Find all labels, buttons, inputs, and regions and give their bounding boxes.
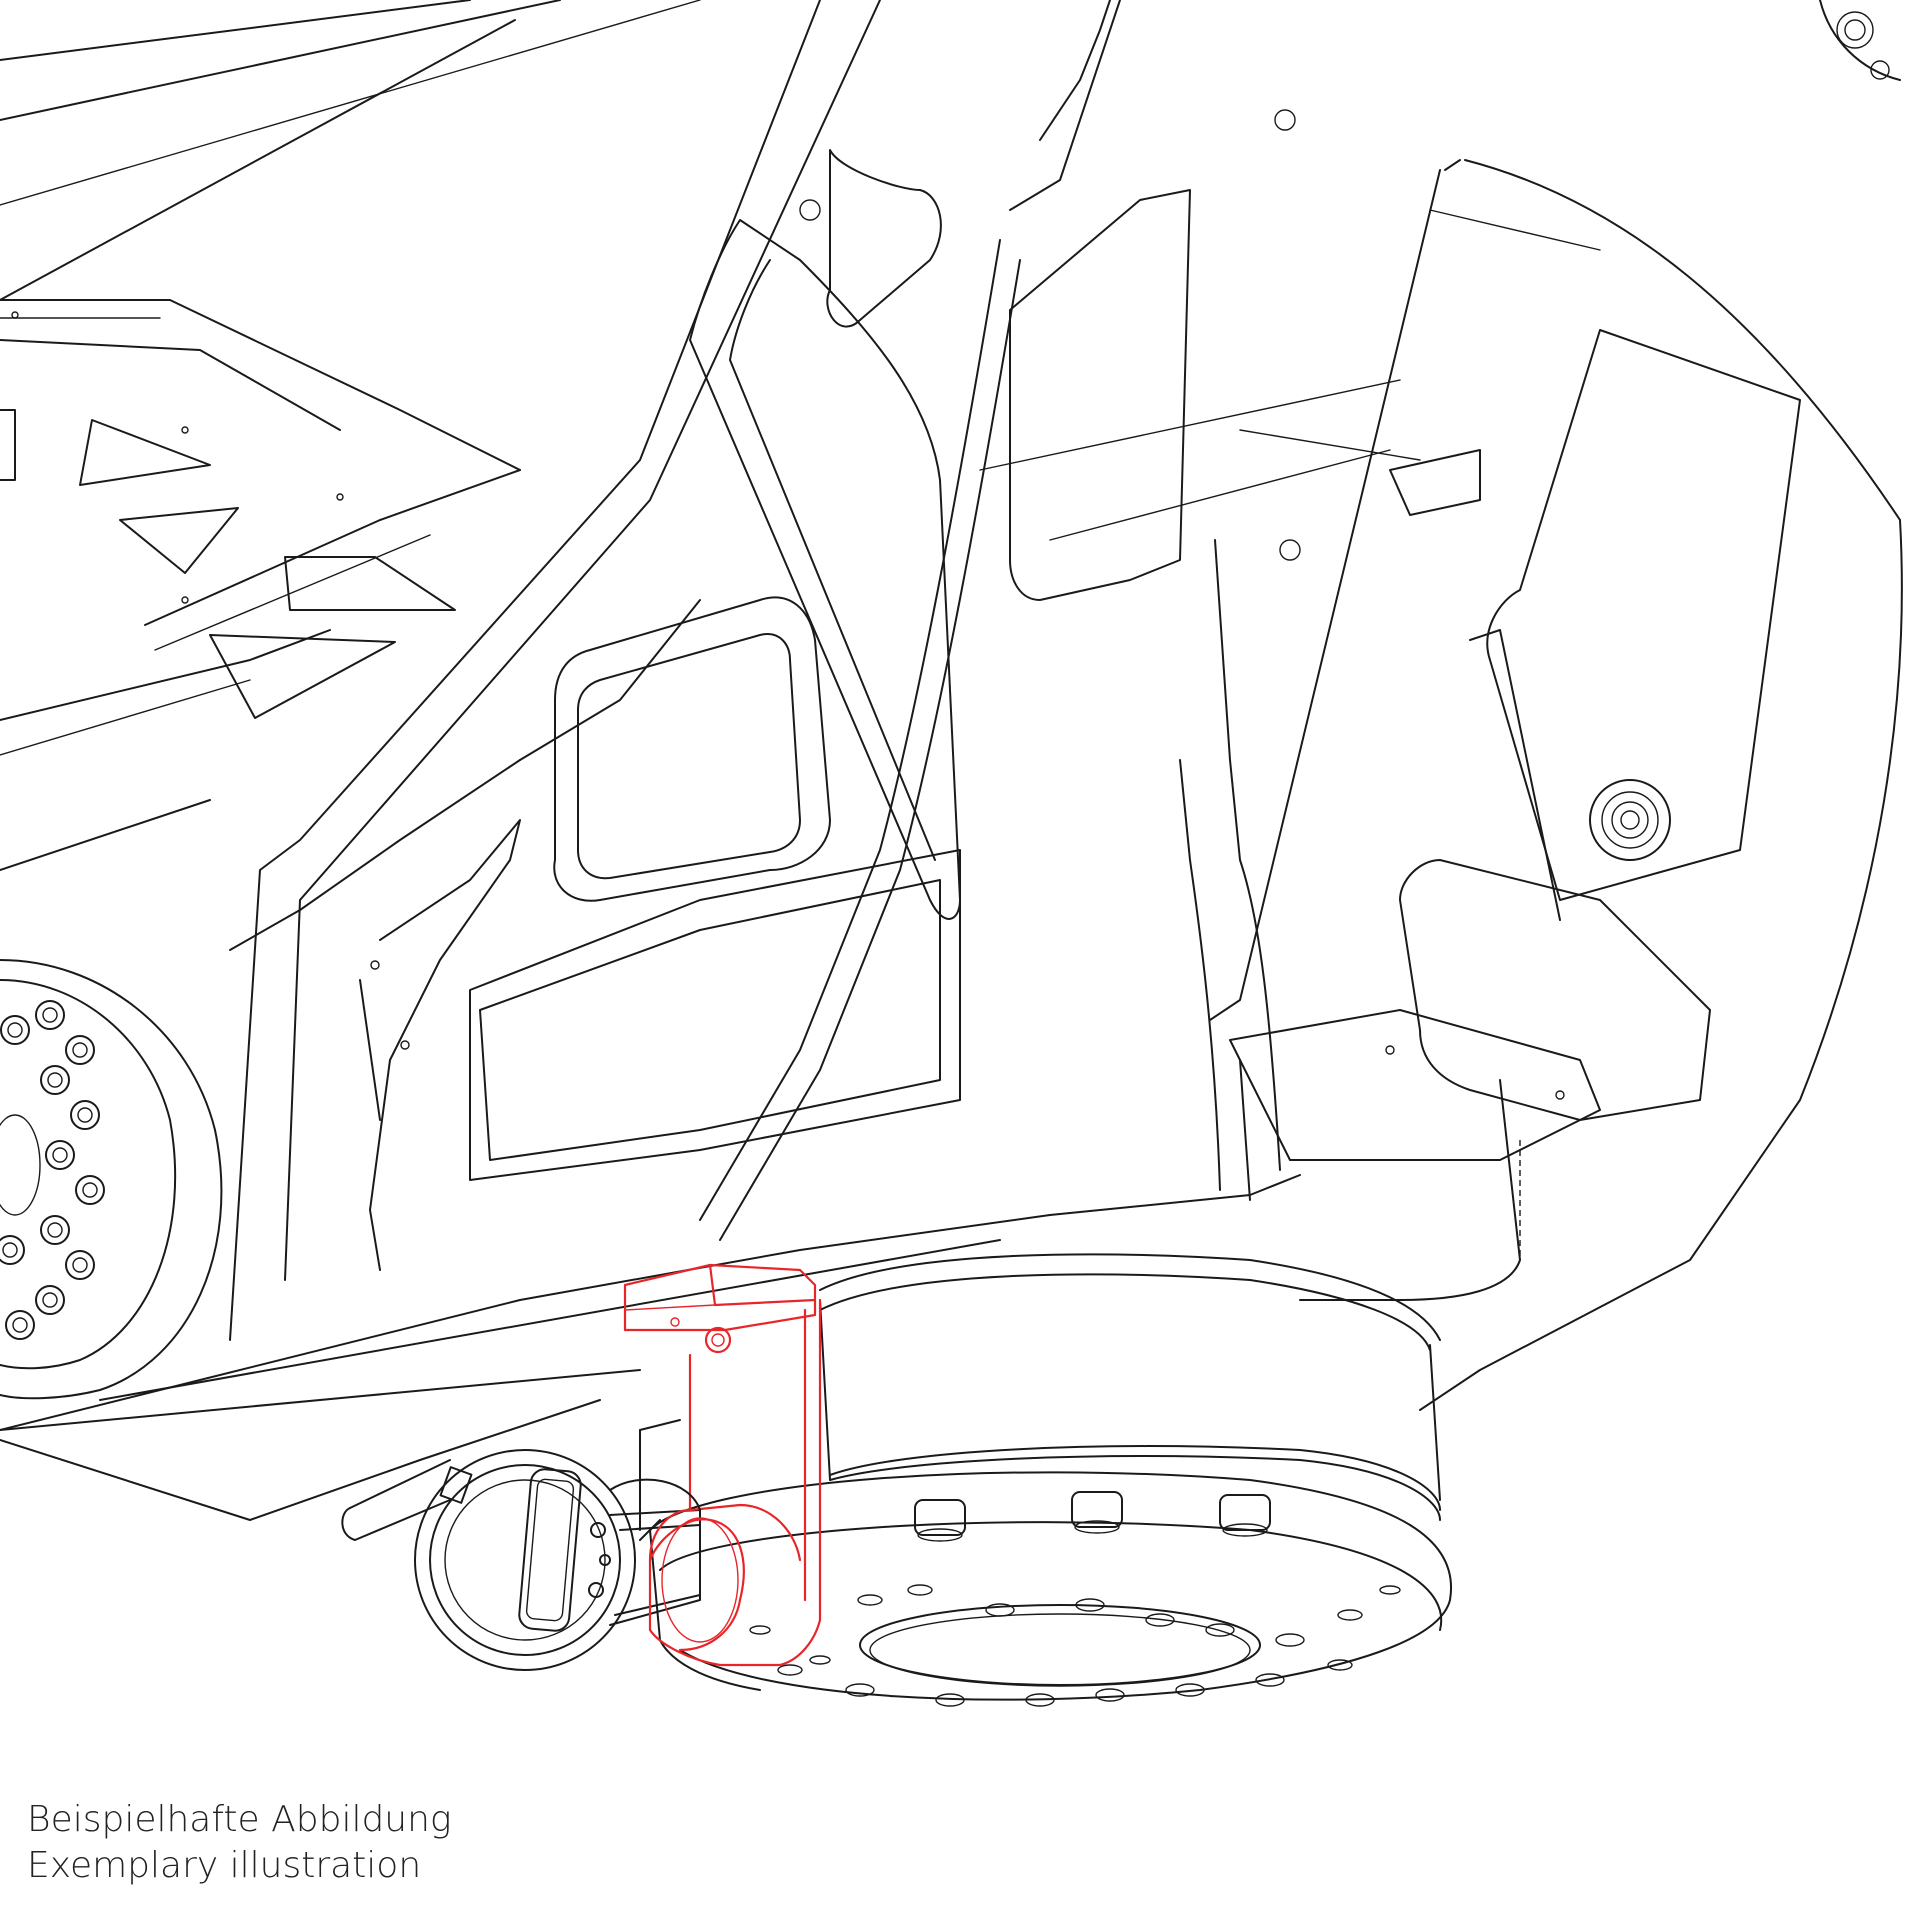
main-arm-frame — [0, 0, 1301, 1521]
indicator-spindle — [609, 1419, 701, 1541]
lower-right-hub — [1229, 1009, 1601, 1301]
flange-screws — [0, 1000, 105, 1340]
figure-caption: Beispielhafte Abbildung Exemplary illust… — [27, 1797, 452, 1889]
triangular-cutouts — [79, 419, 456, 719]
right-link-plate — [979, 0, 1903, 1411]
mid-rib — [359, 819, 521, 1271]
rear-plate-assembly — [0, 0, 701, 871]
caption-line-english: Exemplary illustration — [27, 1845, 422, 1886]
table-holes — [749, 1584, 1401, 1707]
left-flange — [0, 959, 223, 1400]
dial-indicator-holder-bracket — [623, 1263, 822, 1667]
arm-pockets — [469, 109, 1301, 1181]
rotary-table — [649, 1253, 1453, 1707]
caption-line-german: Beispielhafte Abbildung — [27, 1799, 452, 1840]
table-bolts — [914, 1491, 1271, 1542]
dial-indicator — [341, 1449, 701, 1671]
